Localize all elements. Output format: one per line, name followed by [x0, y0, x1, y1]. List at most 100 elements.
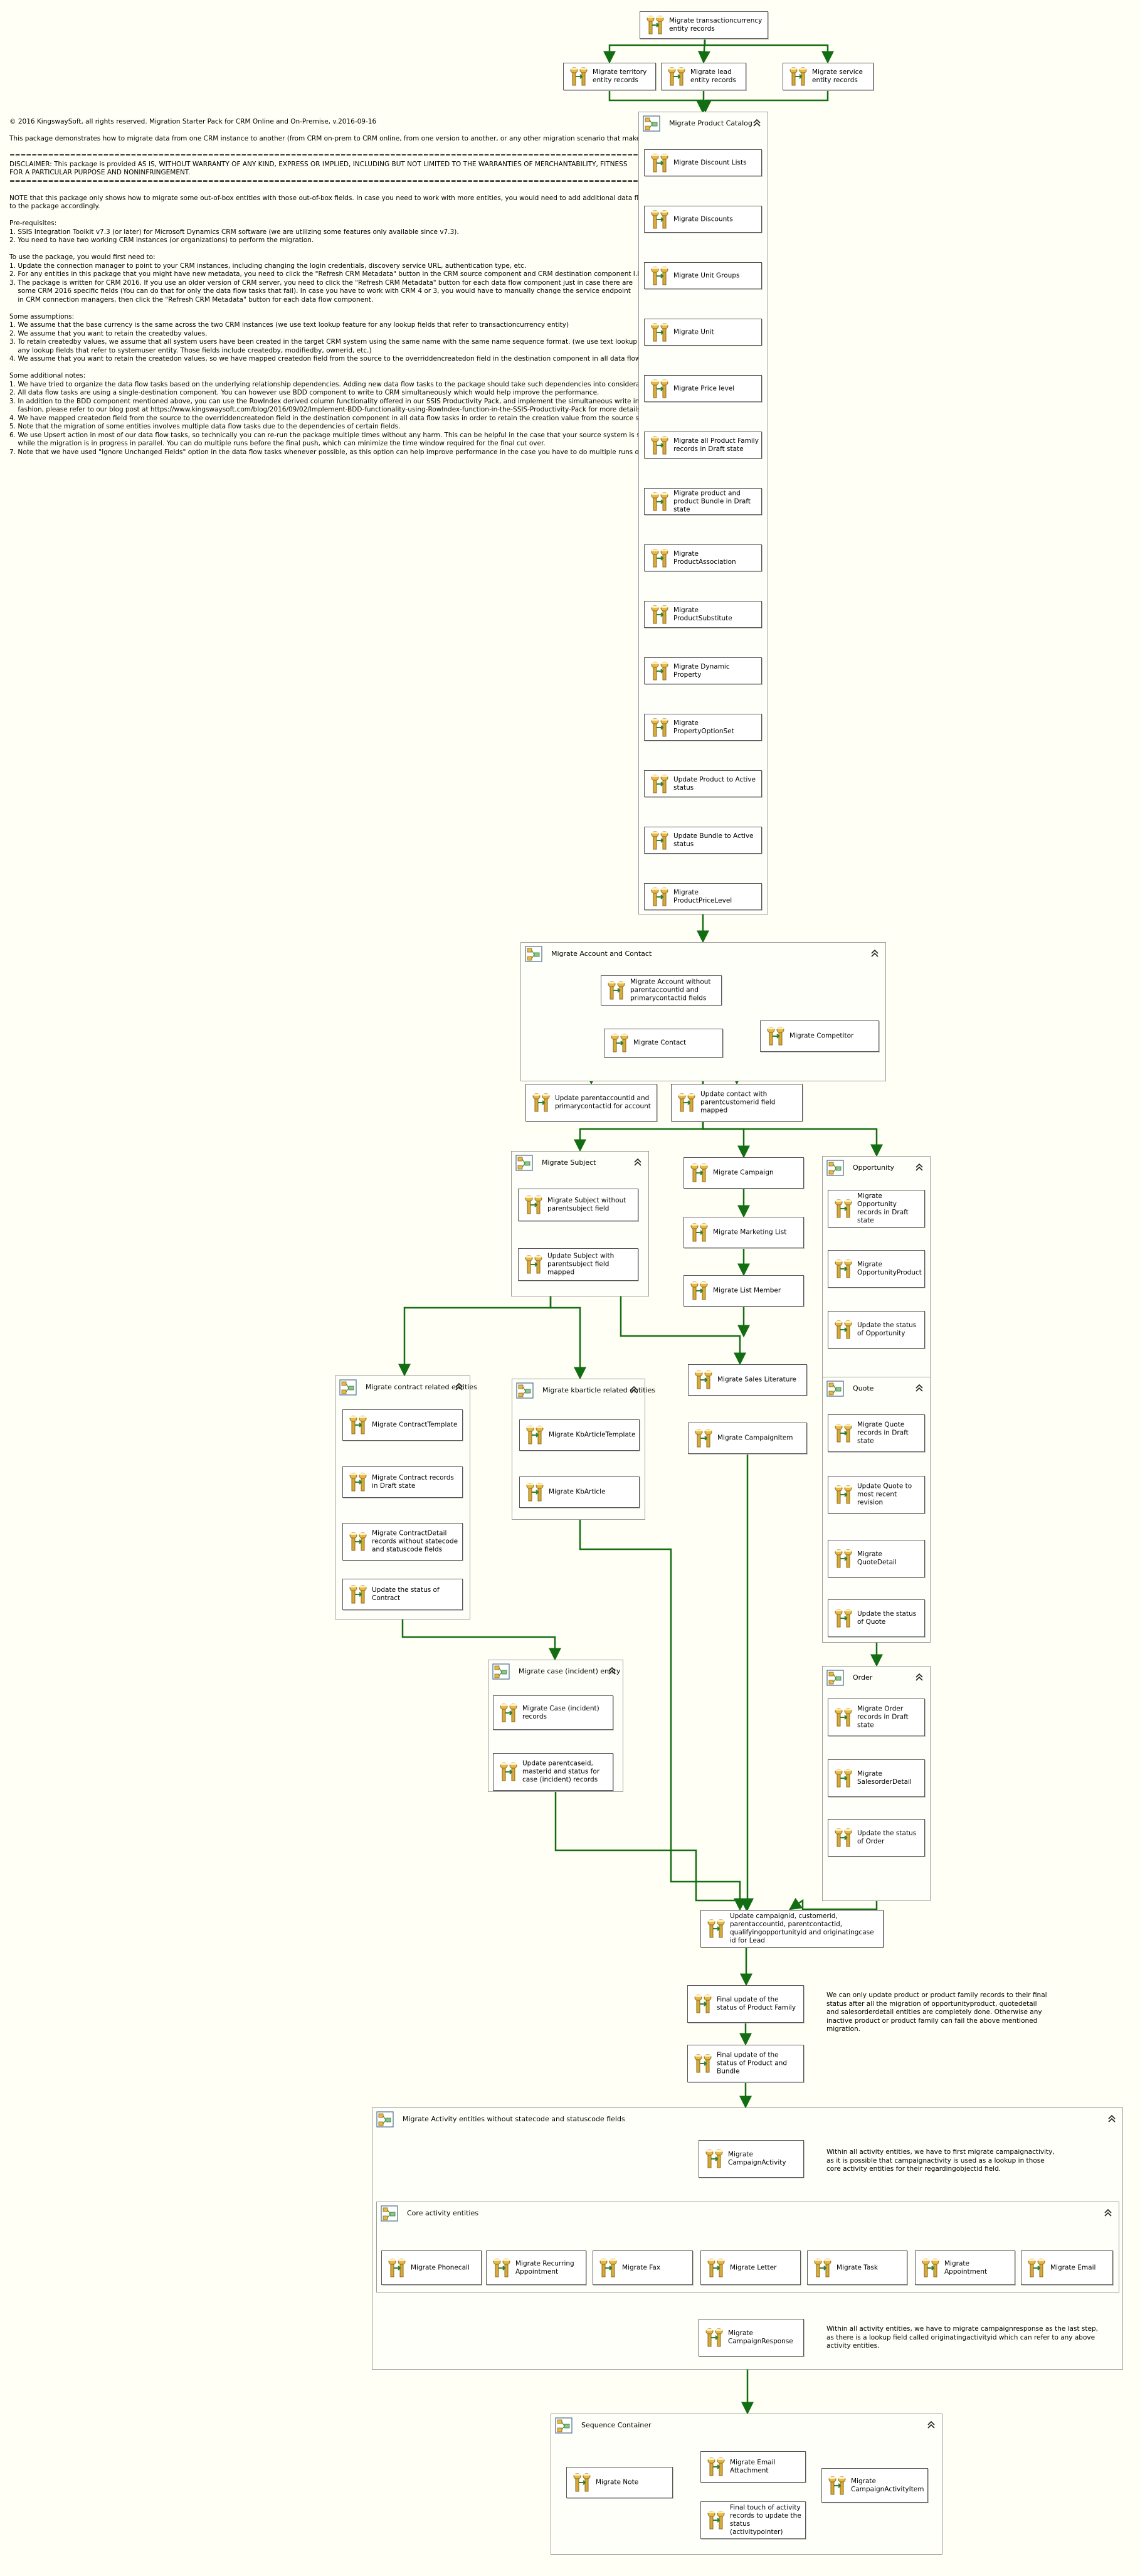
- precedence-connector[interactable]: [401, 1619, 561, 1661]
- precedence-connector[interactable]: [704, 39, 834, 64]
- task-list-member[interactable]: Migrate List Member: [683, 1275, 804, 1307]
- task-quotedetail[interactable]: Migrate QuoteDetail: [828, 1540, 925, 1577]
- task-productsubstitute[interactable]: Migrate ProductSubstitute: [644, 601, 762, 628]
- precedence-connector[interactable]: [549, 1296, 586, 1380]
- chevron-up-double-icon[interactable]: [914, 1672, 925, 1683]
- task-update-campaignid[interactable]: Update campaignid, customerid, parentacc…: [700, 1910, 884, 1948]
- task-unit-groups[interactable]: Migrate Unit Groups: [644, 262, 762, 289]
- task-subject-wo-parent[interactable]: Migrate Subject without parentsubject fi…: [518, 1189, 638, 1221]
- container-header[interactable]: Migrate Product Catalog: [639, 112, 768, 136]
- container-header[interactable]: Core activity entities: [377, 2202, 1119, 2226]
- container-header[interactable]: Migrate case (incident) entity: [488, 1660, 623, 1684]
- chevron-up-double-icon[interactable]: [914, 1162, 925, 1173]
- precedence-connector[interactable]: [603, 39, 706, 64]
- task-opp-product[interactable]: Migrate OpportunityProduct: [828, 1250, 925, 1288]
- task-order-draft[interactable]: Migrate Order records in Draft state: [828, 1699, 925, 1736]
- container-header[interactable]: Sequence Container: [551, 2414, 942, 2438]
- task-transactioncurrency[interactable]: Migrate transactioncurrency entity recor…: [640, 11, 768, 39]
- chevron-up-double-icon[interactable]: [1102, 2207, 1114, 2218]
- task-update-product-active[interactable]: Update Product to Active status: [644, 770, 762, 797]
- container-header[interactable]: Migrate kbarticle related entities: [512, 1379, 655, 1403]
- container-account-contact[interactable]: Migrate Account and Contact: [520, 942, 886, 1081]
- precedence-connector[interactable]: [699, 90, 829, 113]
- task-opp-draft[interactable]: Migrate Opportunity records in Draft sta…: [828, 1190, 925, 1227]
- chevron-up-double-icon[interactable]: [453, 1381, 465, 1392]
- task-unit[interactable]: Migrate Unit: [644, 319, 762, 346]
- chevron-up-double-icon[interactable]: [869, 948, 880, 959]
- task-case-records[interactable]: Migrate Case (incident) records: [493, 1695, 613, 1730]
- task-note[interactable]: Migrate Note: [566, 2467, 673, 2498]
- task-service[interactable]: Migrate service entity records: [783, 63, 873, 90]
- container-header[interactable]: Quote: [823, 1377, 930, 1401]
- chevron-up-double-icon[interactable]: [628, 1384, 640, 1396]
- task-quote-update[interactable]: Update the status of Quote: [828, 1599, 925, 1637]
- chevron-up-double-icon[interactable]: [606, 1665, 618, 1677]
- precedence-connector[interactable]: [398, 1296, 552, 1377]
- chevron-up-double-icon[interactable]: [632, 1157, 643, 1168]
- chevron-up-double-icon[interactable]: [914, 1382, 925, 1394]
- task-email[interactable]: Migrate Email: [1021, 2250, 1113, 2285]
- task-order-update[interactable]: Update the status of Order: [828, 1819, 925, 1857]
- task-email-attachment[interactable]: Migrate Email Attachment: [700, 2451, 806, 2483]
- task-contract-draft[interactable]: Migrate Contract records in Draft state: [342, 1466, 463, 1498]
- task-campaignactivityitem[interactable]: Migrate CampaignActivityItem: [821, 2468, 928, 2503]
- task-update-subject[interactable]: Update Subject with parentsubject field …: [518, 1248, 638, 1281]
- container-header[interactable]: Migrate Account and Contact: [521, 943, 885, 967]
- precedence-connector[interactable]: [697, 38, 710, 64]
- container-header[interactable]: Migrate Activity entities without statec…: [372, 2108, 1122, 2132]
- task-quote-draft[interactable]: Migrate Quote records in Draft state: [828, 1414, 925, 1452]
- task-sales-literature[interactable]: Migrate Sales Literature: [688, 1364, 807, 1396]
- chevron-up-double-icon[interactable]: [751, 117, 763, 129]
- task-task[interactable]: Migrate Task: [807, 2250, 907, 2285]
- task-product-family[interactable]: Migrate all Product Family records in Dr…: [644, 432, 762, 458]
- task-campaignitem[interactable]: Migrate CampaignItem: [688, 1423, 807, 1454]
- task-letter[interactable]: Migrate Letter: [700, 2250, 801, 2285]
- task-marketing-list[interactable]: Migrate Marketing List: [683, 1217, 804, 1248]
- task-update-contact-parent[interactable]: Update contact with parentcustomerid fie…: [671, 1084, 803, 1121]
- task-discounts[interactable]: Migrate Discounts: [644, 206, 762, 233]
- task-campaign[interactable]: Migrate Campaign: [683, 1157, 804, 1189]
- task-final-product-bundle[interactable]: Final update of the status of Product an…: [687, 2045, 804, 2082]
- task-case-update[interactable]: Update parentcaseid, masterid and status…: [493, 1753, 613, 1791]
- precedence-connector[interactable]: [608, 90, 709, 113]
- task-campaignresponse[interactable]: Migrate CampaignResponse: [699, 2319, 804, 2356]
- task-contact[interactable]: Migrate Contact: [604, 1029, 723, 1057]
- task-discount-lists[interactable]: Migrate Discount Lists: [644, 149, 762, 176]
- task-productpricelevel[interactable]: Migrate ProductPriceLevel: [644, 883, 762, 910]
- task-phonecall[interactable]: Migrate Phonecall: [381, 2250, 482, 2285]
- precedence-connector[interactable]: [620, 1296, 746, 1365]
- task-opp-update[interactable]: Update the status of Opportunity: [828, 1311, 925, 1349]
- chevron-up-double-icon[interactable]: [1106, 2113, 1117, 2124]
- container-header[interactable]: Migrate contract related entities: [335, 1376, 477, 1400]
- task-account-wo-parent[interactable]: Migrate Account without parentaccountid …: [601, 975, 722, 1005]
- precedence-connector[interactable]: [554, 1792, 752, 1911]
- task-lead[interactable]: Migrate lead entity records: [661, 63, 746, 90]
- task-campaignactivity[interactable]: Migrate CampaignActivity: [699, 2140, 804, 2178]
- task-productassociation[interactable]: Migrate ProductAssociation: [644, 544, 762, 571]
- task-update-bundle-active[interactable]: Update Bundle to Active status: [644, 827, 762, 854]
- task-final-product-family[interactable]: Final update of the status of Product Fa…: [687, 1985, 804, 2023]
- task-contracttemplate[interactable]: Migrate ContractTemplate: [342, 1409, 463, 1441]
- task-appointment[interactable]: Migrate Appointment: [915, 2250, 1015, 2285]
- task-price-level[interactable]: Migrate Price level: [644, 375, 762, 402]
- task-kbarticle[interactable]: Migrate KbArticle: [519, 1476, 640, 1508]
- container-header[interactable]: Order: [823, 1667, 930, 1690]
- chevron-up-double-icon[interactable]: [926, 2419, 937, 2430]
- task-competitor[interactable]: Migrate Competitor: [760, 1020, 879, 1052]
- task-territory[interactable]: Migrate territory entity records: [563, 63, 656, 90]
- task-contract-update[interactable]: Update the status of Contract: [342, 1579, 463, 1610]
- task-product-bundle[interactable]: Migrate product and product Bundle in Dr…: [644, 488, 762, 515]
- precedence-connector[interactable]: [788, 1897, 878, 1911]
- container-header[interactable]: Migrate Subject: [512, 1152, 648, 1175]
- task-update-parentaccount[interactable]: Update parentaccountid and primarycontac…: [525, 1084, 657, 1121]
- container-header[interactable]: Opportunity: [823, 1157, 930, 1180]
- task-kbarticletemplate[interactable]: Migrate KbArticleTemplate: [519, 1419, 640, 1451]
- task-final-activity[interactable]: Final touch of activity records to updat…: [700, 2501, 806, 2539]
- task-salesorderdetail[interactable]: Migrate SalesorderDetail: [828, 1759, 925, 1797]
- task-contractdetail[interactable]: Migrate ContractDetail records without s…: [342, 1523, 463, 1561]
- task-propertyoptionset[interactable]: Migrate PropertyOptionSet: [644, 714, 762, 741]
- task-fax[interactable]: Migrate Fax: [593, 2250, 693, 2285]
- task-quote-revision[interactable]: Update Quote to most recent revision: [828, 1476, 925, 1513]
- task-dynamic-property[interactable]: Migrate Dynamic Property: [644, 657, 762, 684]
- task-recurring-appt[interactable]: Migrate Recurring Appointment: [486, 2250, 586, 2285]
